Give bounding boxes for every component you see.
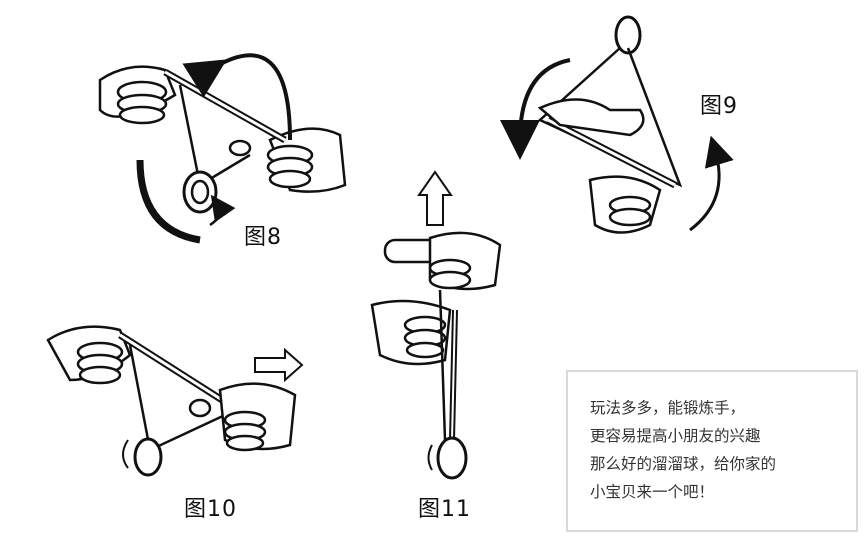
figure-10-label: 图10 [184, 491, 237, 523]
note-line: 那么好的溜溜球，给你家的 [590, 450, 856, 478]
yoyo-icon [135, 439, 161, 475]
figure-10-drawing [48, 327, 302, 475]
figure-11-drawing [372, 172, 500, 478]
figure-8-label: 图8 [244, 219, 282, 251]
figure-8-drawing [100, 55, 345, 240]
lower-hand-icon [590, 177, 660, 233]
up-arrow-icon [419, 172, 451, 225]
figure-11-label: 图11 [418, 491, 471, 523]
note-line: 小宝贝来一个吧！ [590, 478, 856, 506]
description-note-box: 玩法多多，能锻炼手， 更容易提高小朋友的兴趣 那么好的溜溜球，给你家的 小宝贝来… [566, 370, 858, 532]
upper-hand-icon [540, 99, 643, 135]
figure-9-drawing [520, 17, 719, 233]
yoyo-icon [438, 438, 466, 478]
upper-hand-icon [430, 233, 500, 289]
right-hand-icon [220, 384, 295, 450]
left-hand-icon [48, 327, 130, 383]
yoyo-icon [184, 172, 216, 212]
figure-9-label: 图9 [700, 88, 738, 120]
note-line: 玩法多多，能锻炼手， [590, 394, 856, 422]
note-line: 更容易提高小朋友的兴趣 [590, 422, 856, 450]
lower-hand-icon [372, 301, 450, 364]
